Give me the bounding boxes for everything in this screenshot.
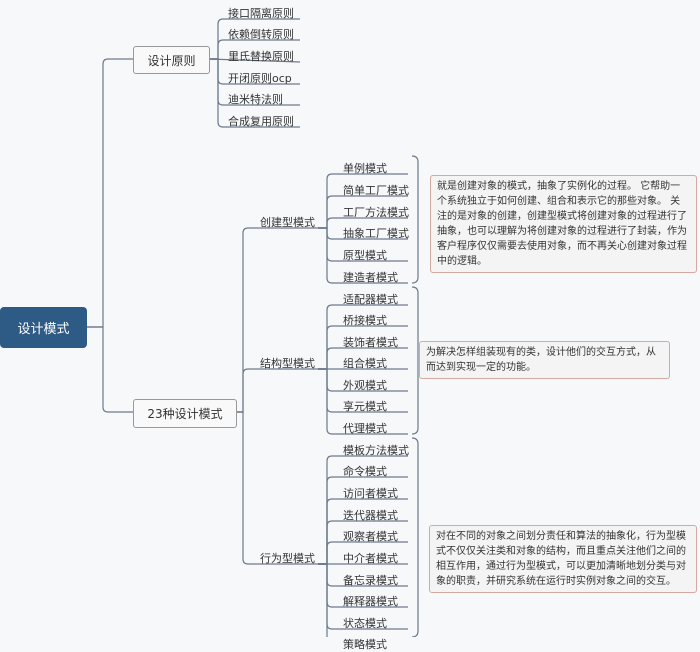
pattern-item[interactable]: 模板方法模式 — [343, 444, 409, 457]
connector — [318, 195, 408, 229]
connector — [318, 498, 408, 565]
connector-lines — [87, 18, 419, 637]
connector — [318, 173, 408, 229]
connector — [318, 520, 408, 565]
pattern-item[interactable]: 观察者模式 — [343, 530, 398, 543]
root-connector — [87, 58, 133, 328]
connector — [318, 541, 408, 565]
group-connector — [235, 368, 318, 413]
pattern-item[interactable]: 策略模式 — [343, 638, 387, 651]
connector — [208, 18, 300, 60]
group-2-label[interactable]: 行为型模式 — [260, 552, 315, 565]
summary-bracket — [411, 286, 419, 435]
group-2-note: 对在不同的对象之间划分责任和算法的抽象化，行为型模式不仅仅关注类和对象的结构，而… — [429, 525, 697, 593]
group-0-note: 就是创建对象的模式，抽象了实例化的过程。 它帮助一个系统独立于如何创建、组合和表… — [430, 175, 697, 273]
principle-item[interactable]: 里氏替换原则 — [228, 50, 294, 63]
pattern-item[interactable]: 桥接模式 — [343, 314, 387, 327]
group-1-label[interactable]: 结构型模式 — [260, 357, 315, 370]
principle-item[interactable]: 迪米特法则 — [228, 93, 283, 106]
connector — [318, 325, 408, 370]
pattern-item[interactable]: 解释器模式 — [343, 595, 398, 608]
connector — [318, 227, 408, 284]
group-connector — [235, 411, 318, 565]
connector — [208, 39, 300, 60]
connector — [318, 455, 408, 565]
pattern-item[interactable]: 适配器模式 — [343, 293, 398, 306]
pattern-item[interactable]: 备忘录模式 — [343, 574, 398, 587]
connector — [318, 347, 408, 370]
connector — [318, 368, 408, 435]
pattern-item[interactable]: 中介者模式 — [343, 552, 398, 565]
pattern-item[interactable]: 代理模式 — [343, 422, 387, 435]
pattern-item[interactable]: 抽象工厂模式 — [343, 227, 409, 240]
principle-item[interactable]: 依赖倒转原则 — [228, 28, 294, 41]
pattern-item[interactable]: 享元模式 — [343, 400, 387, 413]
root-connector — [87, 326, 133, 413]
pattern-item[interactable]: 命令模式 — [343, 465, 387, 478]
connector — [318, 217, 408, 229]
connector — [318, 304, 408, 370]
root-node[interactable]: 设计模式 — [0, 307, 87, 348]
pattern-item[interactable]: 迭代器模式 — [343, 509, 398, 522]
connector — [318, 476, 408, 565]
summary-bracket — [411, 437, 419, 637]
principles-node[interactable]: 设计原则 — [133, 46, 210, 74]
connector — [207, 58, 301, 63]
pattern-item[interactable]: 外观模式 — [343, 379, 387, 392]
principle-item[interactable]: 开闭原则ocp — [228, 72, 292, 85]
group-0-label[interactable]: 创建型模式 — [260, 216, 315, 229]
principle-item[interactable]: 接口隔离原则 — [228, 7, 294, 20]
pattern-item[interactable]: 原型模式 — [343, 249, 387, 262]
pattern-item[interactable]: 单例模式 — [343, 162, 387, 175]
pattern-item[interactable]: 访问者模式 — [343, 487, 398, 500]
group-1-note: 为解决怎样组装现有的类，设计他们的交互方式，从而达到实现一定的功能。 — [419, 341, 670, 379]
pattern-item[interactable]: 装饰者模式 — [343, 336, 398, 349]
patterns-node[interactable]: 23种设计模式 — [133, 399, 237, 428]
pattern-item[interactable]: 简单工厂模式 — [343, 184, 409, 197]
pattern-item[interactable]: 状态模式 — [343, 617, 387, 630]
summary-bracket — [411, 155, 419, 284]
group-connector — [235, 227, 318, 413]
connector — [208, 58, 300, 128]
pattern-item[interactable]: 组合模式 — [343, 357, 387, 370]
pattern-item[interactable]: 建造者模式 — [343, 271, 398, 284]
pattern-item[interactable]: 工厂方法模式 — [343, 206, 409, 219]
principle-item[interactable]: 合成复用原则 — [228, 115, 294, 128]
